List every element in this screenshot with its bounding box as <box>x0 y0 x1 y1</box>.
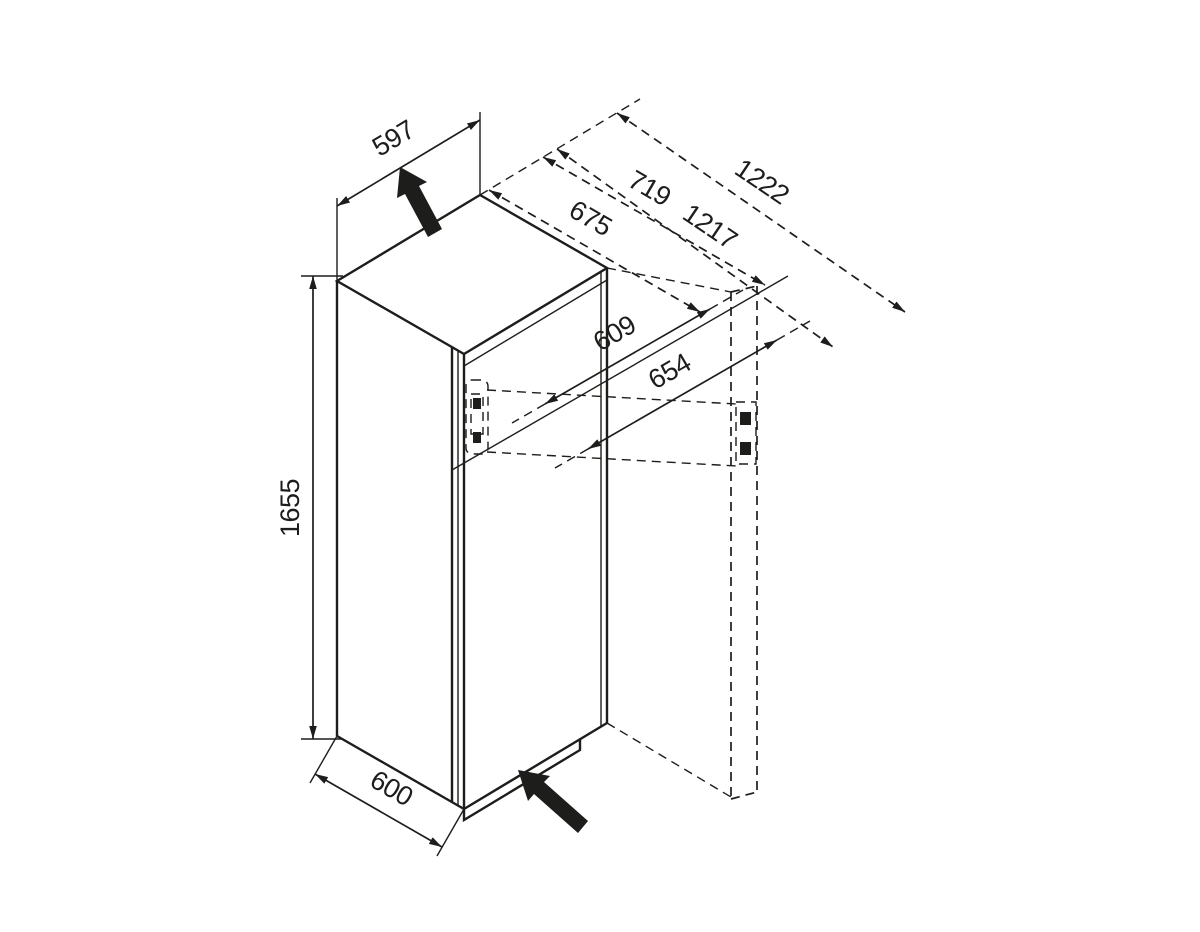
door-direction-arrow-bottom-icon <box>518 770 588 833</box>
dim-label-1217: 1217 <box>678 198 743 255</box>
dim-label-609: 609 <box>588 309 641 357</box>
open-door-dashed-outline <box>486 267 758 800</box>
door-direction-arrow-top-icon <box>397 167 442 237</box>
dim-label-1222: 1222 <box>730 153 795 210</box>
dim-label-height-1655: 1655 <box>275 479 305 537</box>
dimension-lines <box>309 112 906 848</box>
door-handle-detail <box>465 379 489 455</box>
fridge-cabinet-outline <box>334 193 610 823</box>
dim-label-width-597: 597 <box>367 114 420 162</box>
dim-label-depth-600: 600 <box>365 764 418 812</box>
extension-lines <box>301 98 811 857</box>
dim-label-719: 719 <box>623 164 676 212</box>
dim-label-675: 675 <box>564 194 617 242</box>
dimension-labels: 597 1655 600 675 719 1217 1222 609 654 <box>275 114 794 812</box>
